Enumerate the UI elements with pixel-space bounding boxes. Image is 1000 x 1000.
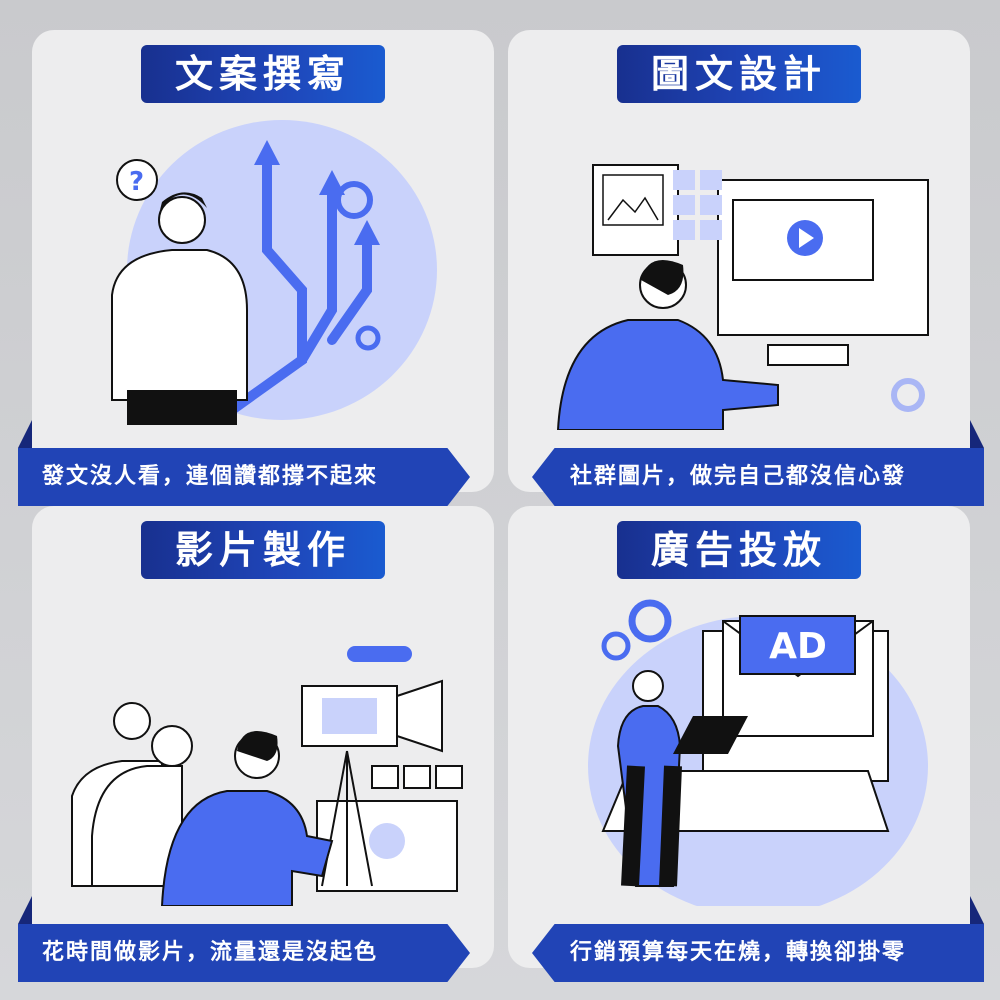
card-title: 廣告投放 <box>616 521 862 579</box>
ad-placement-illustration: AD <box>588 599 928 906</box>
graphic-design-illustration <box>556 164 929 430</box>
cameraman-body <box>160 790 334 906</box>
gear-icon <box>355 325 381 351</box>
laptop <box>673 716 748 754</box>
person-head <box>158 196 206 244</box>
service-card-video-production: 影片製作 花時間做影片，流量還是沒起色 <box>18 506 494 982</box>
designer-body <box>556 319 779 430</box>
ad-badge <box>739 615 856 675</box>
person-head <box>632 670 664 702</box>
play-icon <box>369 823 405 859</box>
gear-icon <box>601 631 631 661</box>
card-caption-banner: 社群圖片，做完自己都沒信心發 <box>532 448 984 506</box>
card-caption-banner: 發文沒人看，連個讚都撐不起來 <box>18 448 470 506</box>
card-caption-banner: 行銷預算每天在燒，轉換卻掛零 <box>532 924 984 982</box>
svg-text:AD: AD <box>769 626 827 667</box>
card-title: 圖文設計 <box>616 45 862 103</box>
service-card-copywriting: 文案撰寫 ? 發文沒人看，連個讚都撐不起來 <box>18 30 494 506</box>
svg-text:?: ? <box>129 167 144 197</box>
card-caption-banner: 花時間做影片，流量還是沒起色 <box>18 924 470 982</box>
gear-icon <box>891 378 925 412</box>
card-title: 影片製作 <box>140 521 386 579</box>
copywriting-illustration: ? <box>111 120 437 425</box>
video-production-illustration <box>71 646 463 906</box>
gear-icon <box>628 599 672 643</box>
service-card-ad-placement: 廣告投放 AD 行銷預算每天在燒，轉換卻掛零 <box>508 506 984 982</box>
thinking-person-body <box>111 249 248 401</box>
card-title: 文案撰寫 <box>140 45 386 103</box>
service-card-graphic-design: 圖文設計 社群圖片，做完自己都沒信心發 <box>508 30 984 506</box>
question-mark-icon <box>116 159 158 201</box>
image-placeholder-icon <box>602 174 664 226</box>
gear-icon <box>335 181 373 219</box>
